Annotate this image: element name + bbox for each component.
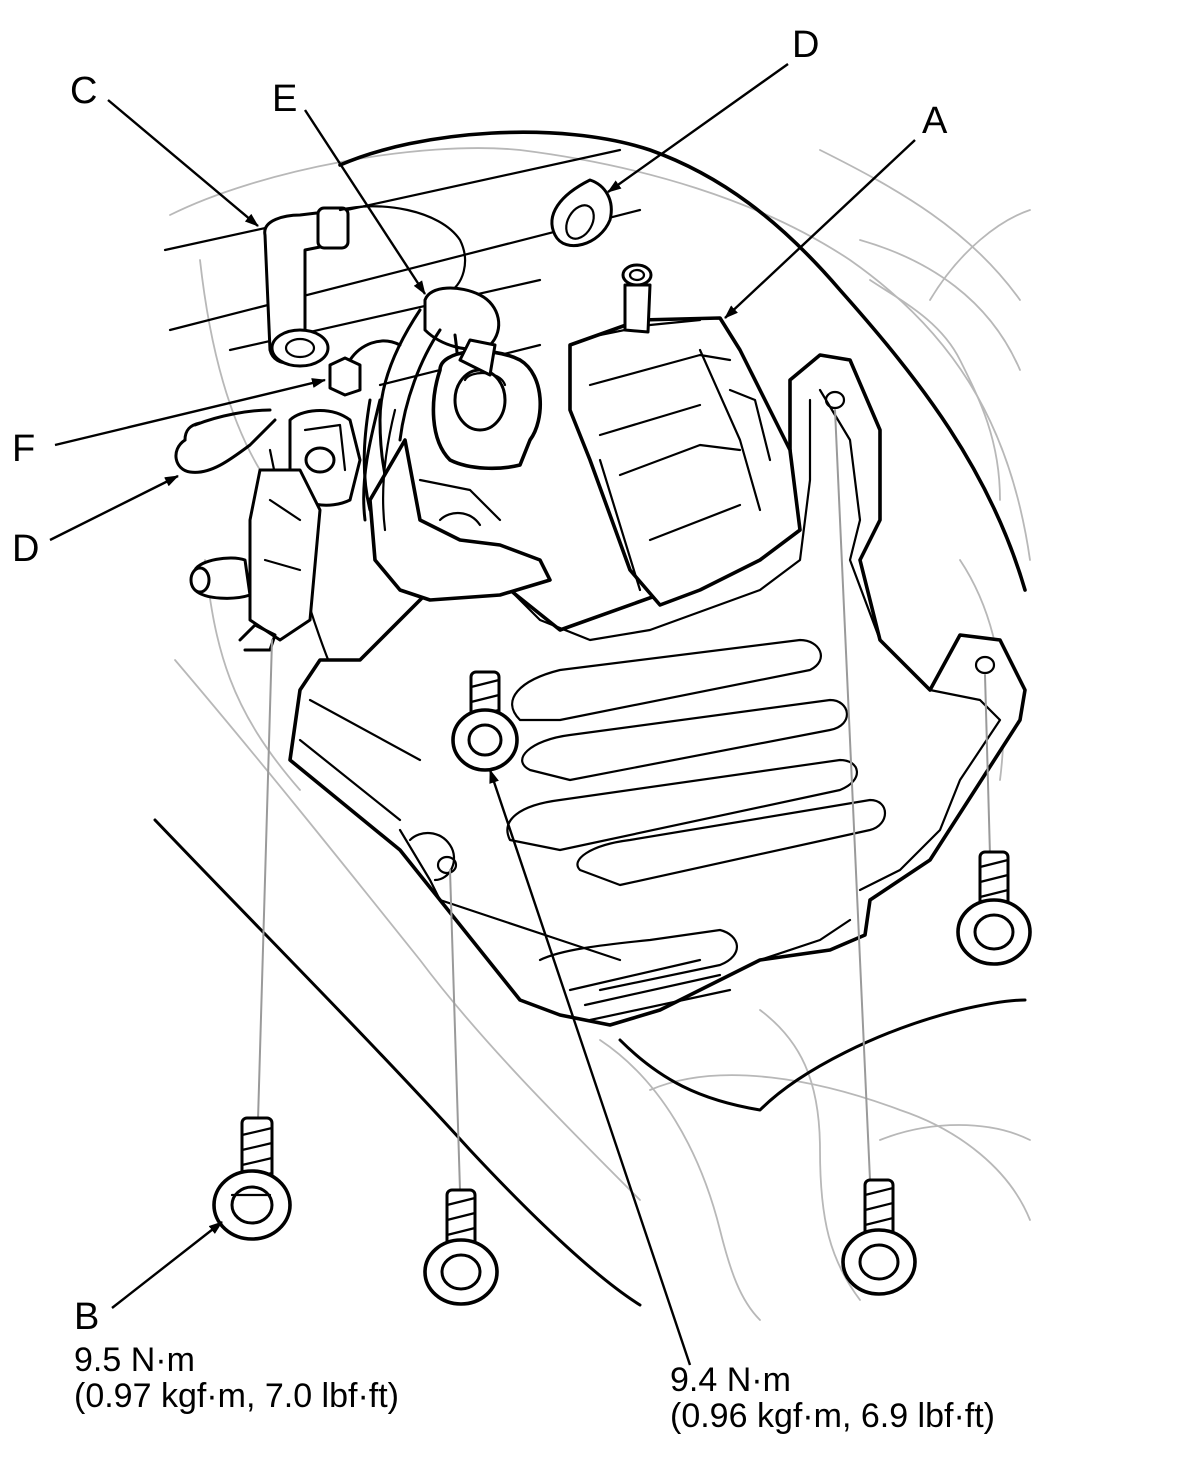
- torque-spec-center-metric: 9.4 N·m: [670, 1361, 791, 1399]
- callout-b: B: [74, 1296, 100, 1338]
- torque-spec-b: 9.5 N·m (0.97 kgf·m, 7.0 lbf·ft): [74, 1342, 399, 1414]
- bolt-lower-middle: [423, 1188, 499, 1306]
- callout-f: F: [12, 428, 36, 470]
- bolt-center: [451, 670, 519, 772]
- bolt-b: [212, 1116, 292, 1241]
- bolt-right: [956, 850, 1032, 966]
- connector-e-and-harness: [362, 286, 552, 602]
- callout-a: A: [922, 100, 948, 142]
- torque-spec-b-metric: 9.5 N·m: [74, 1341, 195, 1379]
- torque-spec-b-imperial: (0.97 kgf·m, 7.0 lbf·ft): [74, 1377, 399, 1415]
- torque-spec-center-imperial: (0.96 kgf·m, 6.9 lbf·ft): [670, 1397, 995, 1435]
- callout-d-top: D: [792, 24, 820, 66]
- hose-c: [263, 205, 467, 368]
- purge-valve-assembly: [174, 339, 402, 652]
- callout-arrows: [49, 63, 916, 1366]
- evap-canister: [568, 263, 802, 607]
- bolt-leader-lines: [257, 409, 991, 1191]
- torque-spec-center: 9.4 N·m (0.96 kgf·m, 6.9 lbf·ft): [670, 1362, 995, 1434]
- callout-d-left: D: [12, 528, 40, 570]
- bolt-lower-right: [841, 1178, 917, 1296]
- canister-bracket: [288, 353, 1027, 1027]
- hose-d-top: [550, 178, 613, 248]
- callout-e: E: [272, 78, 298, 120]
- background-body-contours: [169, 147, 1031, 1321]
- callout-c: C: [70, 70, 98, 112]
